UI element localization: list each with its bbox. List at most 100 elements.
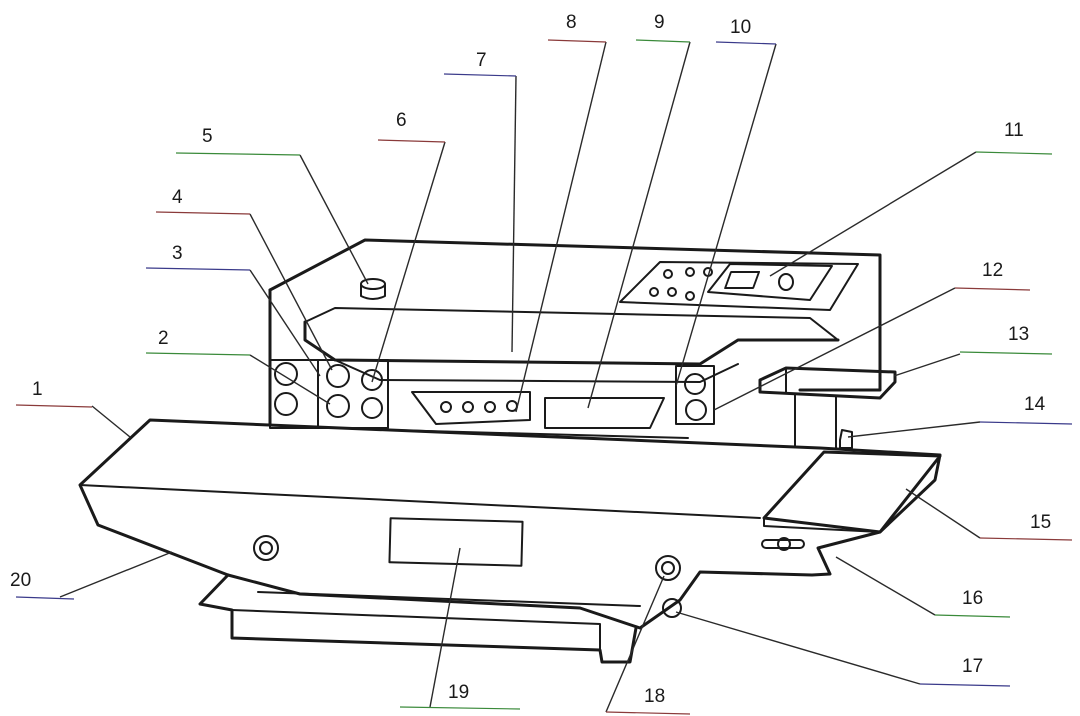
- stop-button: [360, 278, 386, 290]
- leader-20: [59, 551, 173, 598]
- callout-8: 8: [566, 12, 577, 33]
- callout-5: 5: [202, 126, 213, 147]
- output-tray-front: [763, 517, 881, 533]
- callout-1: 1: [32, 379, 43, 400]
- heater-block: [411, 391, 531, 425]
- leader-11: [769, 151, 977, 277]
- upper-housing-top-front: [304, 307, 839, 341]
- roller: [685, 399, 707, 421]
- underline-6: [377, 139, 446, 143]
- roller: [326, 394, 350, 418]
- panel-button: [685, 267, 695, 277]
- underline-18: [605, 711, 691, 715]
- leader-13: [893, 353, 961, 377]
- panel-knob: [778, 273, 794, 291]
- callout-12: 12: [982, 260, 1003, 281]
- underline-19: [399, 706, 521, 710]
- callout-18: 18: [644, 686, 665, 707]
- underline-9: [635, 39, 691, 43]
- leader-2: [249, 354, 331, 405]
- machine-drawing: [78, 238, 942, 664]
- underline-15: [979, 537, 1073, 541]
- stop-button-body: [360, 283, 386, 300]
- callout-16: 16: [962, 588, 983, 609]
- underline-12: [954, 287, 1031, 291]
- upper-housing: [268, 238, 882, 392]
- underline-10: [715, 41, 777, 45]
- left-body-knob: [253, 535, 279, 561]
- conveyor-body: [78, 418, 942, 630]
- leader-8: [515, 41, 607, 413]
- leader-16: [835, 556, 936, 616]
- heater-dot: [484, 401, 496, 413]
- underline-14: [979, 421, 1073, 425]
- leader-17: [675, 611, 921, 685]
- callout-10: 10: [730, 17, 751, 38]
- callout-15: 15: [1030, 512, 1051, 533]
- leader-18: [605, 575, 665, 713]
- callout-7: 7: [476, 50, 487, 71]
- callout-11: 11: [1004, 120, 1024, 141]
- heater-dot: [440, 401, 452, 413]
- heater-dot: [506, 400, 518, 412]
- underline-13: [959, 351, 1053, 355]
- roller: [361, 369, 383, 391]
- callout-underlines: [15, 39, 1073, 715]
- leader-4: [249, 213, 333, 371]
- right-side-wall: [794, 393, 837, 449]
- control-panel: [619, 261, 859, 311]
- left-body-knob-inner: [259, 541, 273, 555]
- conveyor-top-edge: [79, 484, 761, 519]
- callout-14: 14: [1024, 394, 1046, 415]
- right-body-knob: [655, 555, 681, 581]
- right-roller-frame: [675, 365, 715, 425]
- sealing-head-lower-line: [334, 359, 739, 383]
- underline-11: [975, 151, 1053, 155]
- adjust-slot: [761, 539, 805, 549]
- base-stand: [198, 573, 638, 664]
- callout-17: 17: [962, 656, 983, 677]
- underline-5: [175, 152, 301, 156]
- leader-10: [675, 43, 777, 387]
- leader-12: [713, 287, 956, 411]
- right-shelf: [758, 366, 897, 400]
- pivot-pin: [662, 598, 682, 618]
- underline-2: [145, 352, 251, 356]
- leader-7: [511, 75, 517, 353]
- callout-13: 13: [1008, 324, 1029, 345]
- callout-6: 6: [396, 110, 407, 131]
- control-panel-display-frame: [707, 263, 833, 301]
- callout-4: 4: [172, 187, 183, 208]
- base-stand-inner: [231, 591, 641, 651]
- leader-lines: [59, 41, 981, 713]
- underline-1: [15, 404, 93, 408]
- sealing-head-cover: [303, 320, 840, 366]
- leader-19: [429, 547, 461, 708]
- underline-4: [155, 211, 251, 215]
- callout-labels: 1 2 3 4 5 6 7 8 9 10 11 12 13 14 15 16 1…: [10, 12, 1051, 707]
- cooling-block: [544, 397, 665, 429]
- callout-3: 3: [172, 243, 183, 264]
- leader-5: [299, 154, 369, 285]
- heater-dot: [462, 401, 474, 413]
- roller: [326, 364, 350, 388]
- leader-14: [847, 421, 981, 438]
- leader-15: [905, 488, 981, 539]
- output-tray: [762, 450, 942, 534]
- callout-20: 20: [10, 570, 31, 591]
- panel-button: [663, 269, 673, 279]
- label-window: [388, 517, 524, 567]
- callout-2: 2: [158, 328, 169, 349]
- panel-button: [649, 287, 659, 297]
- roller: [274, 392, 298, 416]
- callout-9: 9: [654, 12, 665, 33]
- leader-6: [371, 141, 446, 383]
- leader-1: [91, 405, 131, 438]
- underline-7: [443, 73, 517, 77]
- roller: [361, 397, 383, 419]
- underline-16: [934, 614, 1011, 618]
- underline-3: [145, 267, 251, 271]
- panel-button: [667, 287, 677, 297]
- adjust-knob: [777, 537, 791, 551]
